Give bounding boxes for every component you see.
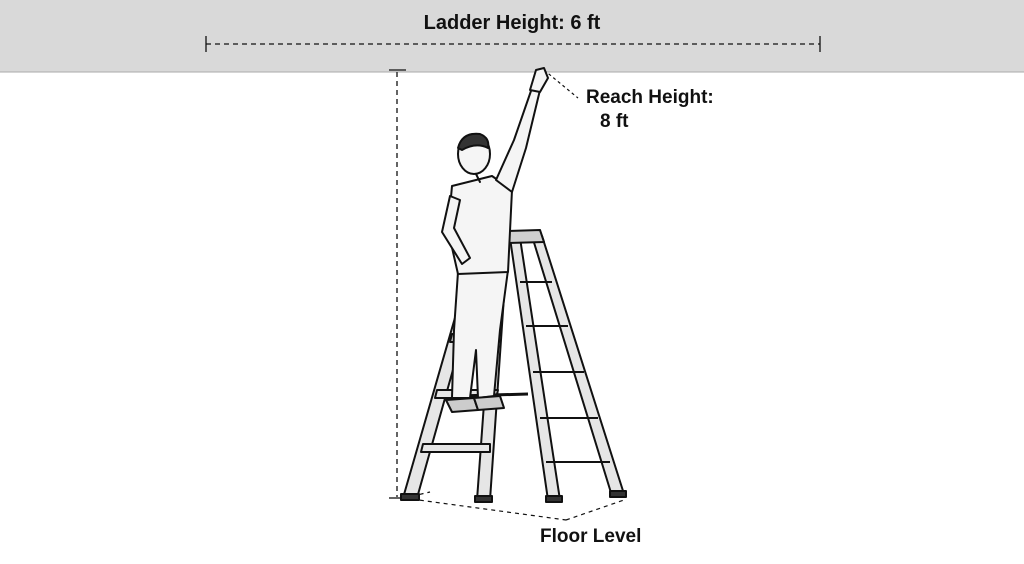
person-hand [529, 67, 549, 93]
ladder-step-4 [420, 443, 491, 453]
ladder-foot-rear-left [545, 495, 563, 503]
reach-pointer-line [543, 69, 579, 99]
person-lowered-arm [441, 195, 471, 265]
reach-height-label: Reach Height: 8 ft [586, 86, 714, 134]
person-hair [457, 132, 490, 151]
ladder [400, 229, 627, 503]
person-neck [475, 173, 481, 183]
floor-level-label: Floor Level [540, 526, 642, 547]
person-legs [451, 269, 509, 399]
ladder-foot-front-right [474, 495, 493, 503]
ladder-foot-front-left [400, 493, 420, 501]
reach-height-label-line1: Reach Height: [586, 87, 714, 108]
person-shoe-left [445, 397, 479, 413]
ladder-height-dimension [205, 36, 821, 52]
floor-level-lines [403, 491, 625, 521]
reach-height-label-line2: 8 ft [600, 111, 629, 132]
ladder-foot-rear-right [609, 490, 627, 498]
ladder-height-label: Ladder Height: 6 ft [423, 12, 601, 34]
ceiling [0, 0, 1024, 72]
person [441, 67, 549, 413]
person-torso [447, 175, 513, 275]
person-shoe-right [473, 395, 505, 411]
vertical-height-dimension [389, 69, 406, 499]
person-raised-arm [495, 87, 541, 193]
